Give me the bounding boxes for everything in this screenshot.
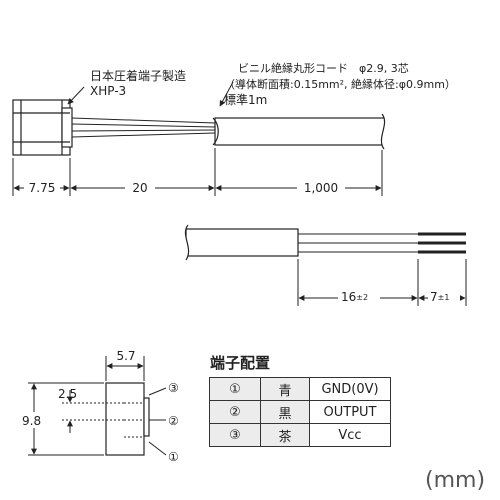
wire-color: 黒 (260, 400, 310, 424)
table-row: ② 黒 OUTPUT (209, 400, 391, 424)
dim-bg (297, 180, 345, 196)
cord-end (176, 224, 299, 261)
connector-maker-label: 日本圧着端子製造 (90, 68, 186, 83)
connector-end-view (105, 382, 150, 456)
dim-bg (428, 289, 460, 305)
cord-length-label: 標準1m (224, 92, 267, 107)
pin-positions (124, 402, 142, 438)
pin-table-title: 端子配置 (210, 354, 271, 372)
wire-leads (298, 233, 418, 253)
dim-strip-length: 16±2 (341, 290, 368, 304)
cord-top (212, 117, 386, 146)
cord-spec-label: ビニル絶縁丸形コード φ2.9, 3芯 (238, 61, 409, 75)
pin-marker-1: ① (168, 450, 179, 464)
dim-connector-width: 5.7 (116, 349, 135, 363)
dim-bg (18, 412, 46, 428)
stripped-conductors (418, 232, 466, 254)
connector-model-label: XHP-3 (90, 84, 126, 98)
dim-connector-length: 7.75 (29, 181, 56, 195)
unit-label: (mm) (425, 468, 486, 493)
pin-signal: OUTPUT (309, 400, 391, 424)
pin-signal: Vcc (309, 423, 391, 447)
table-row: ③ 茶 Vcc (209, 423, 391, 447)
pin-number: ① (209, 377, 261, 401)
cord-conductor-label: （導体断面積:0.15mm², 絶縁体径:φ0.9mm） (224, 77, 456, 91)
dim-cord-length: 1,000 (304, 181, 338, 195)
dim-bg (125, 180, 155, 196)
pin-marker-3: ③ (168, 381, 179, 395)
connector-body (12, 99, 73, 156)
dim-lead-length: 7±1 (430, 290, 449, 304)
pin-assignment-table: ① 青 GND(0V) ② 黒 OUTPUT ③ 茶 Vcc (209, 377, 391, 447)
pin-number: ② (209, 400, 261, 424)
pin-number: ③ (209, 423, 261, 447)
dim-pin-pitch: 2.5 (58, 387, 77, 401)
wire-color: 茶 (260, 423, 310, 447)
cord-break-top (380, 113, 398, 150)
leader-lines-top (67, 81, 234, 107)
dim-bg (24, 180, 60, 196)
pin-marker-2: ② (168, 414, 179, 428)
table-row: ① 青 GND(0V) (209, 377, 391, 401)
wire-color: 青 (260, 377, 310, 401)
dim-connector-height: 9.8 (22, 414, 41, 428)
dim-bg (338, 289, 380, 305)
pin-signal: GND(0V) (309, 377, 391, 401)
dim-lines-connector-end (28, 356, 167, 456)
wire-bundle (71, 117, 216, 138)
dim-wire-length: 20 (132, 181, 147, 195)
